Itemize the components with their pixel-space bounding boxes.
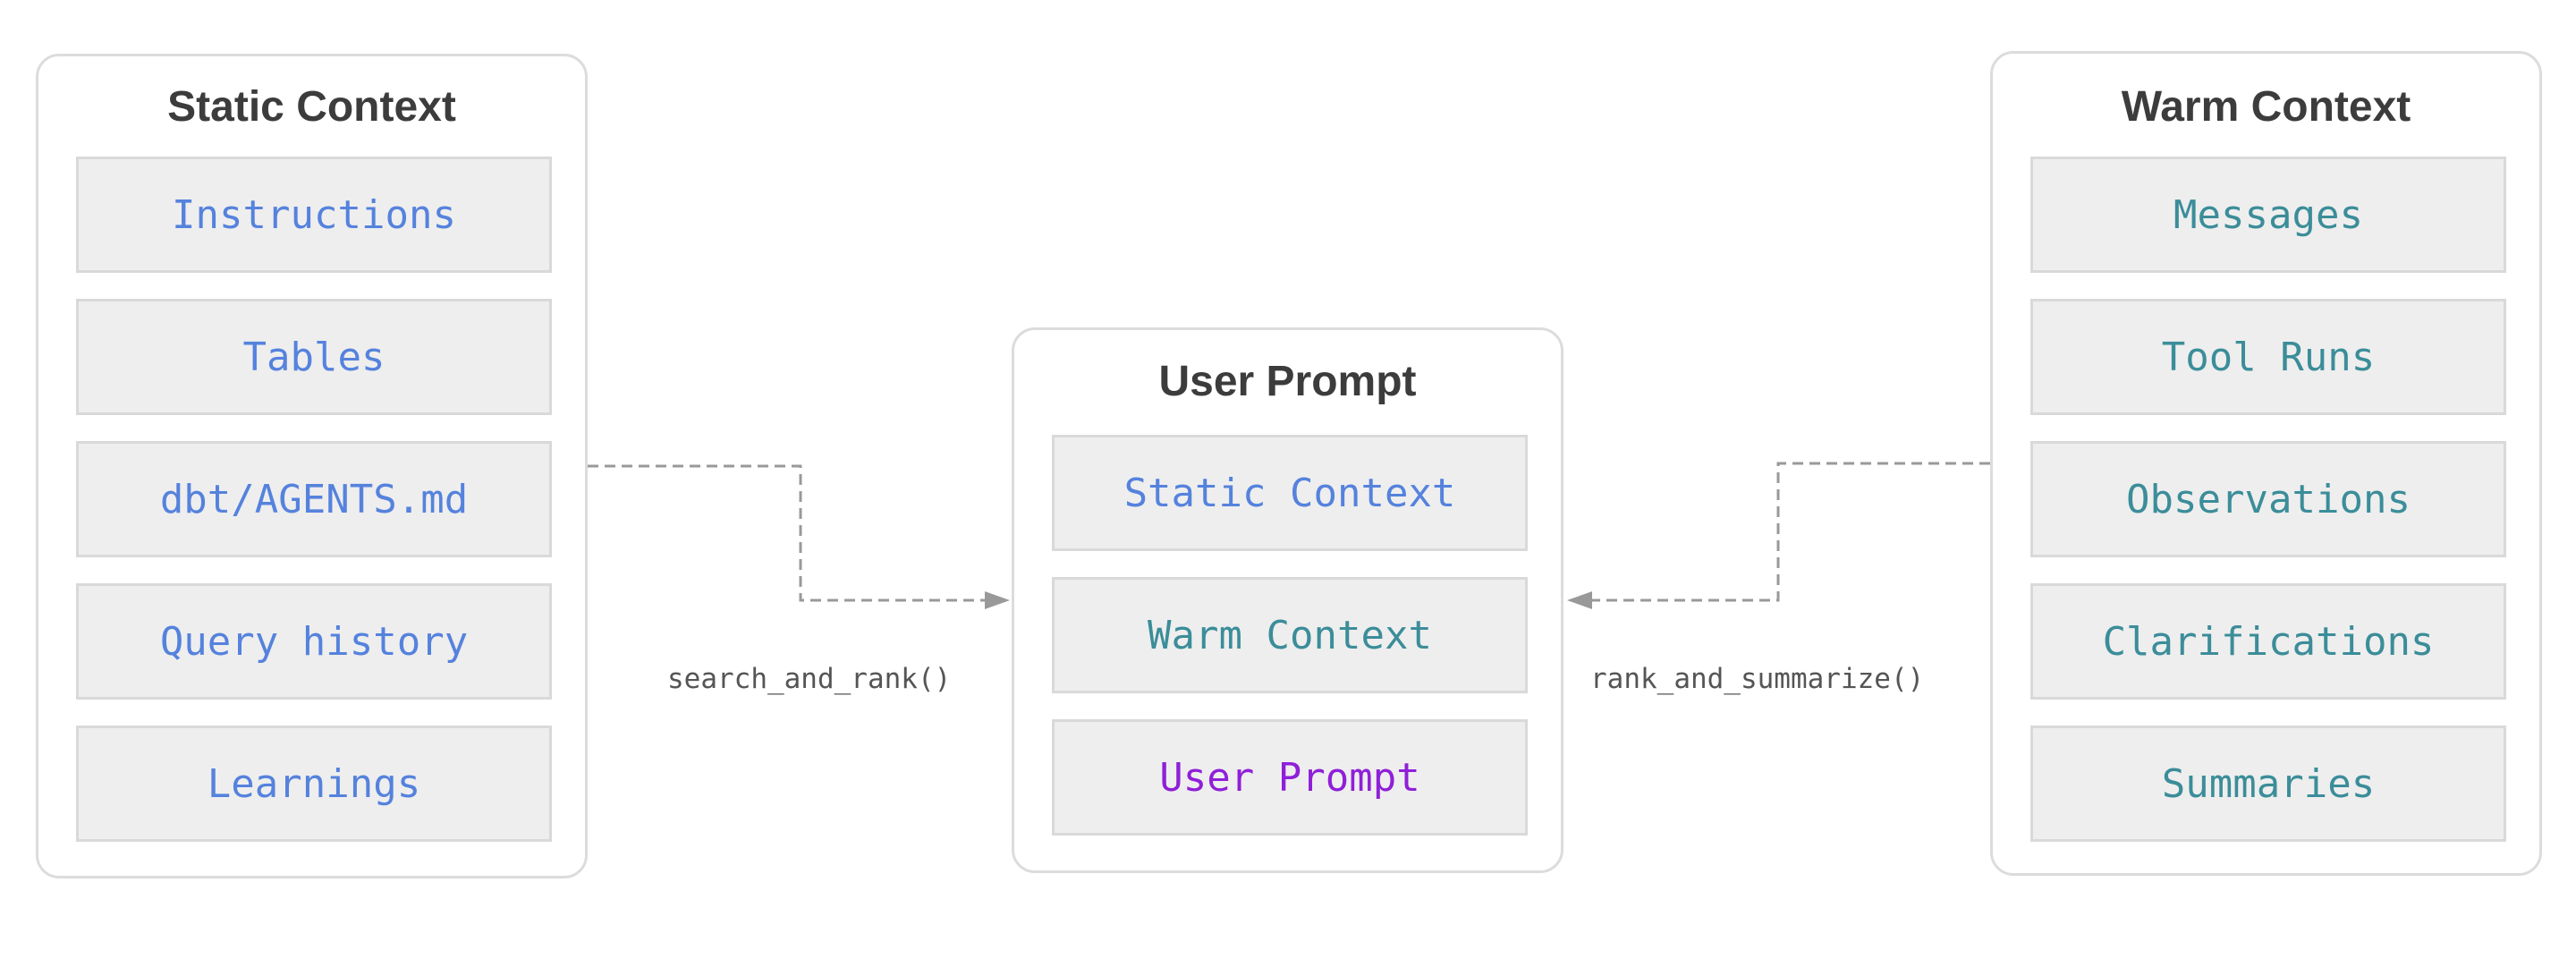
warm-item-tool-runs: Tool Runs (2030, 299, 2506, 415)
user-item-warm-context: Warm Context (1052, 577, 1528, 693)
static-item-query-history: Query history (76, 583, 552, 700)
rank-and-summarize-label: rank_and_summarize() (1590, 663, 1925, 695)
left-connector-arrow (588, 464, 985, 602)
warm-context-panel: Warm Context Messages Tool Runs Observat… (1990, 51, 2542, 876)
right-arrowhead (1567, 591, 1592, 609)
static-item-instructions: Instructions (76, 157, 552, 273)
user-prompt-title: User Prompt (1158, 358, 1417, 405)
search-and-rank-label: search_and_rank() (667, 663, 952, 695)
warm-item-observations: Observations (2030, 441, 2506, 557)
warm-context-title: Warm Context (2121, 83, 2411, 131)
user-item-static-context: Static Context (1052, 435, 1528, 551)
static-item-dbt-agents: dbt/AGENTS.md (76, 441, 552, 557)
static-context-title: Static Context (167, 83, 456, 131)
user-item-user-prompt: User Prompt (1052, 719, 1528, 836)
left-arrowhead (985, 591, 1010, 609)
warm-item-clarifications: Clarifications (2030, 583, 2506, 700)
user-prompt-panel: User Prompt Static Context Warm Context … (1012, 327, 1563, 873)
warm-item-summaries: Summaries (2030, 726, 2506, 842)
static-item-learnings: Learnings (76, 726, 552, 842)
static-item-tables: Tables (76, 299, 552, 415)
warm-item-messages: Messages (2030, 157, 2506, 273)
right-connector-arrow (1592, 462, 1990, 602)
static-context-panel: Static Context Instructions Tables dbt/A… (36, 54, 588, 878)
